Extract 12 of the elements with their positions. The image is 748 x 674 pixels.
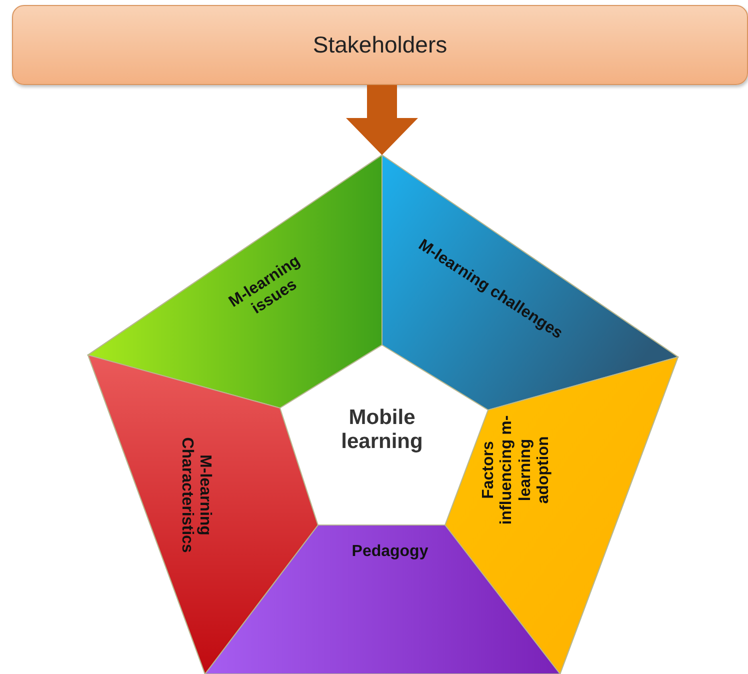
pentagon-diagram: [88, 155, 680, 674]
pentagon-segment: [445, 357, 678, 674]
pentagon-segment: [88, 155, 382, 408]
header-banner: [12, 5, 748, 85]
segment-label: Factors influencing m-learning adoption: [480, 414, 554, 527]
pentagon-segment: [382, 155, 678, 410]
segment-label: Pedagogy: [350, 542, 430, 562]
center-label: Mobile learning: [340, 406, 424, 454]
block-arrow: [346, 85, 418, 155]
pentagon-segment: [88, 355, 318, 674]
header-title: Stakeholders: [312, 32, 448, 58]
segment-label: M-learning Characteristics: [177, 436, 214, 555]
